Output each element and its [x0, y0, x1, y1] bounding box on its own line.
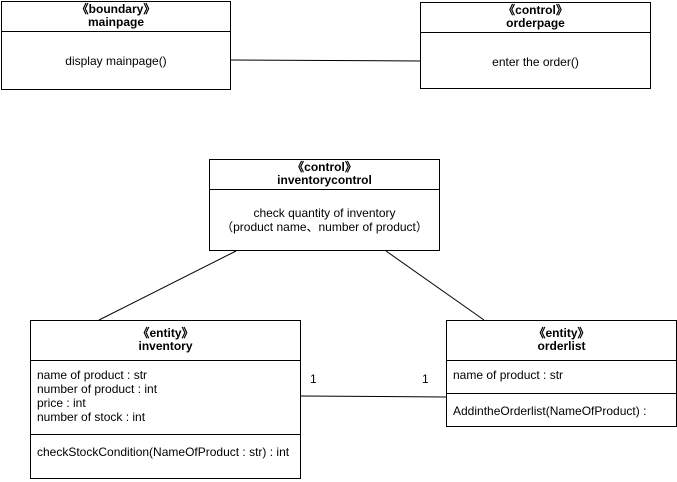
mainpage-header: 《boundary》 mainpage	[2, 2, 230, 32]
inventory-operation: checkStockCondition(NameOfProduct : str)…	[37, 445, 290, 459]
inventorycontrol-operations: check quantity of inventory （product nam…	[210, 190, 439, 234]
orderpage-stereotype: 《control》	[503, 3, 568, 17]
inventorycontrol-orderlist-association	[385, 250, 485, 321]
mainpage-name: mainpage	[87, 15, 144, 29]
mainpage-orderpage-association	[229, 59, 422, 62]
orderpage-operations: enter the order()	[421, 33, 650, 69]
inventorycontrol-header: 《control》 inventorycontrol	[210, 160, 439, 190]
inventory-orderlist-association	[299, 395, 447, 398]
inventory-attributes: name of product : str number of product …	[31, 361, 300, 435]
inventorycontrol-operation-line2: （product name、number of product）	[221, 220, 428, 234]
orderpage-name: orderpage	[506, 16, 565, 30]
inventory-attribute: price : int	[37, 396, 86, 410]
inventorycontrol-operation-line1: check quantity of inventory	[253, 206, 396, 220]
inventory-stereotype: 《entity》	[137, 326, 194, 340]
inventorycontrol-name: inventorycontrol	[277, 173, 372, 187]
multiplicity-orderlist-end: 1	[422, 372, 429, 386]
orderlist-class[interactable]: 《entity》 orderlist name of product : str…	[446, 320, 677, 427]
mainpage-operation: display mainpage()	[65, 54, 167, 68]
orderlist-stereotype: 《entity》	[533, 326, 590, 340]
orderlist-header: 《entity》 orderlist	[447, 321, 676, 361]
inventorycontrol-stereotype: 《control》	[292, 160, 357, 174]
inventorycontrol-class[interactable]: 《control》 inventorycontrol check quantit…	[209, 159, 440, 251]
multiplicity-inventory-end: 1	[310, 372, 317, 386]
inventory-attribute: name of product : str	[37, 368, 148, 382]
orderlist-name: orderlist	[537, 339, 586, 353]
orderlist-operations: AddintheOrderlist(NameOfProduct) :	[447, 394, 676, 418]
inventory-attribute: number of stock : int	[37, 410, 146, 424]
inventory-header: 《entity》 inventory	[31, 321, 300, 361]
orderlist-operation: AddintheOrderlist(NameOfProduct) :	[453, 404, 647, 418]
mainpage-operations: display mainpage()	[2, 32, 230, 68]
inventory-class[interactable]: 《entity》 inventory name of product : str…	[30, 320, 301, 479]
orderpage-header: 《control》 orderpage	[421, 3, 650, 33]
orderlist-attribute: name of product : str	[453, 368, 564, 382]
inventory-operations: checkStockCondition(NameOfProduct : str)…	[31, 435, 300, 459]
orderpage-operation: enter the order()	[492, 55, 579, 69]
mainpage-class[interactable]: 《boundary》 mainpage display mainpage()	[1, 1, 231, 90]
orderlist-attributes: name of product : str	[447, 361, 676, 394]
mainpage-stereotype: 《boundary》	[76, 2, 156, 16]
orderpage-class[interactable]: 《control》 orderpage enter the order()	[420, 2, 651, 89]
inventory-name: inventory	[138, 339, 193, 353]
inventory-attribute: number of product : int	[37, 382, 158, 396]
inventorycontrol-inventory-association	[98, 250, 237, 321]
